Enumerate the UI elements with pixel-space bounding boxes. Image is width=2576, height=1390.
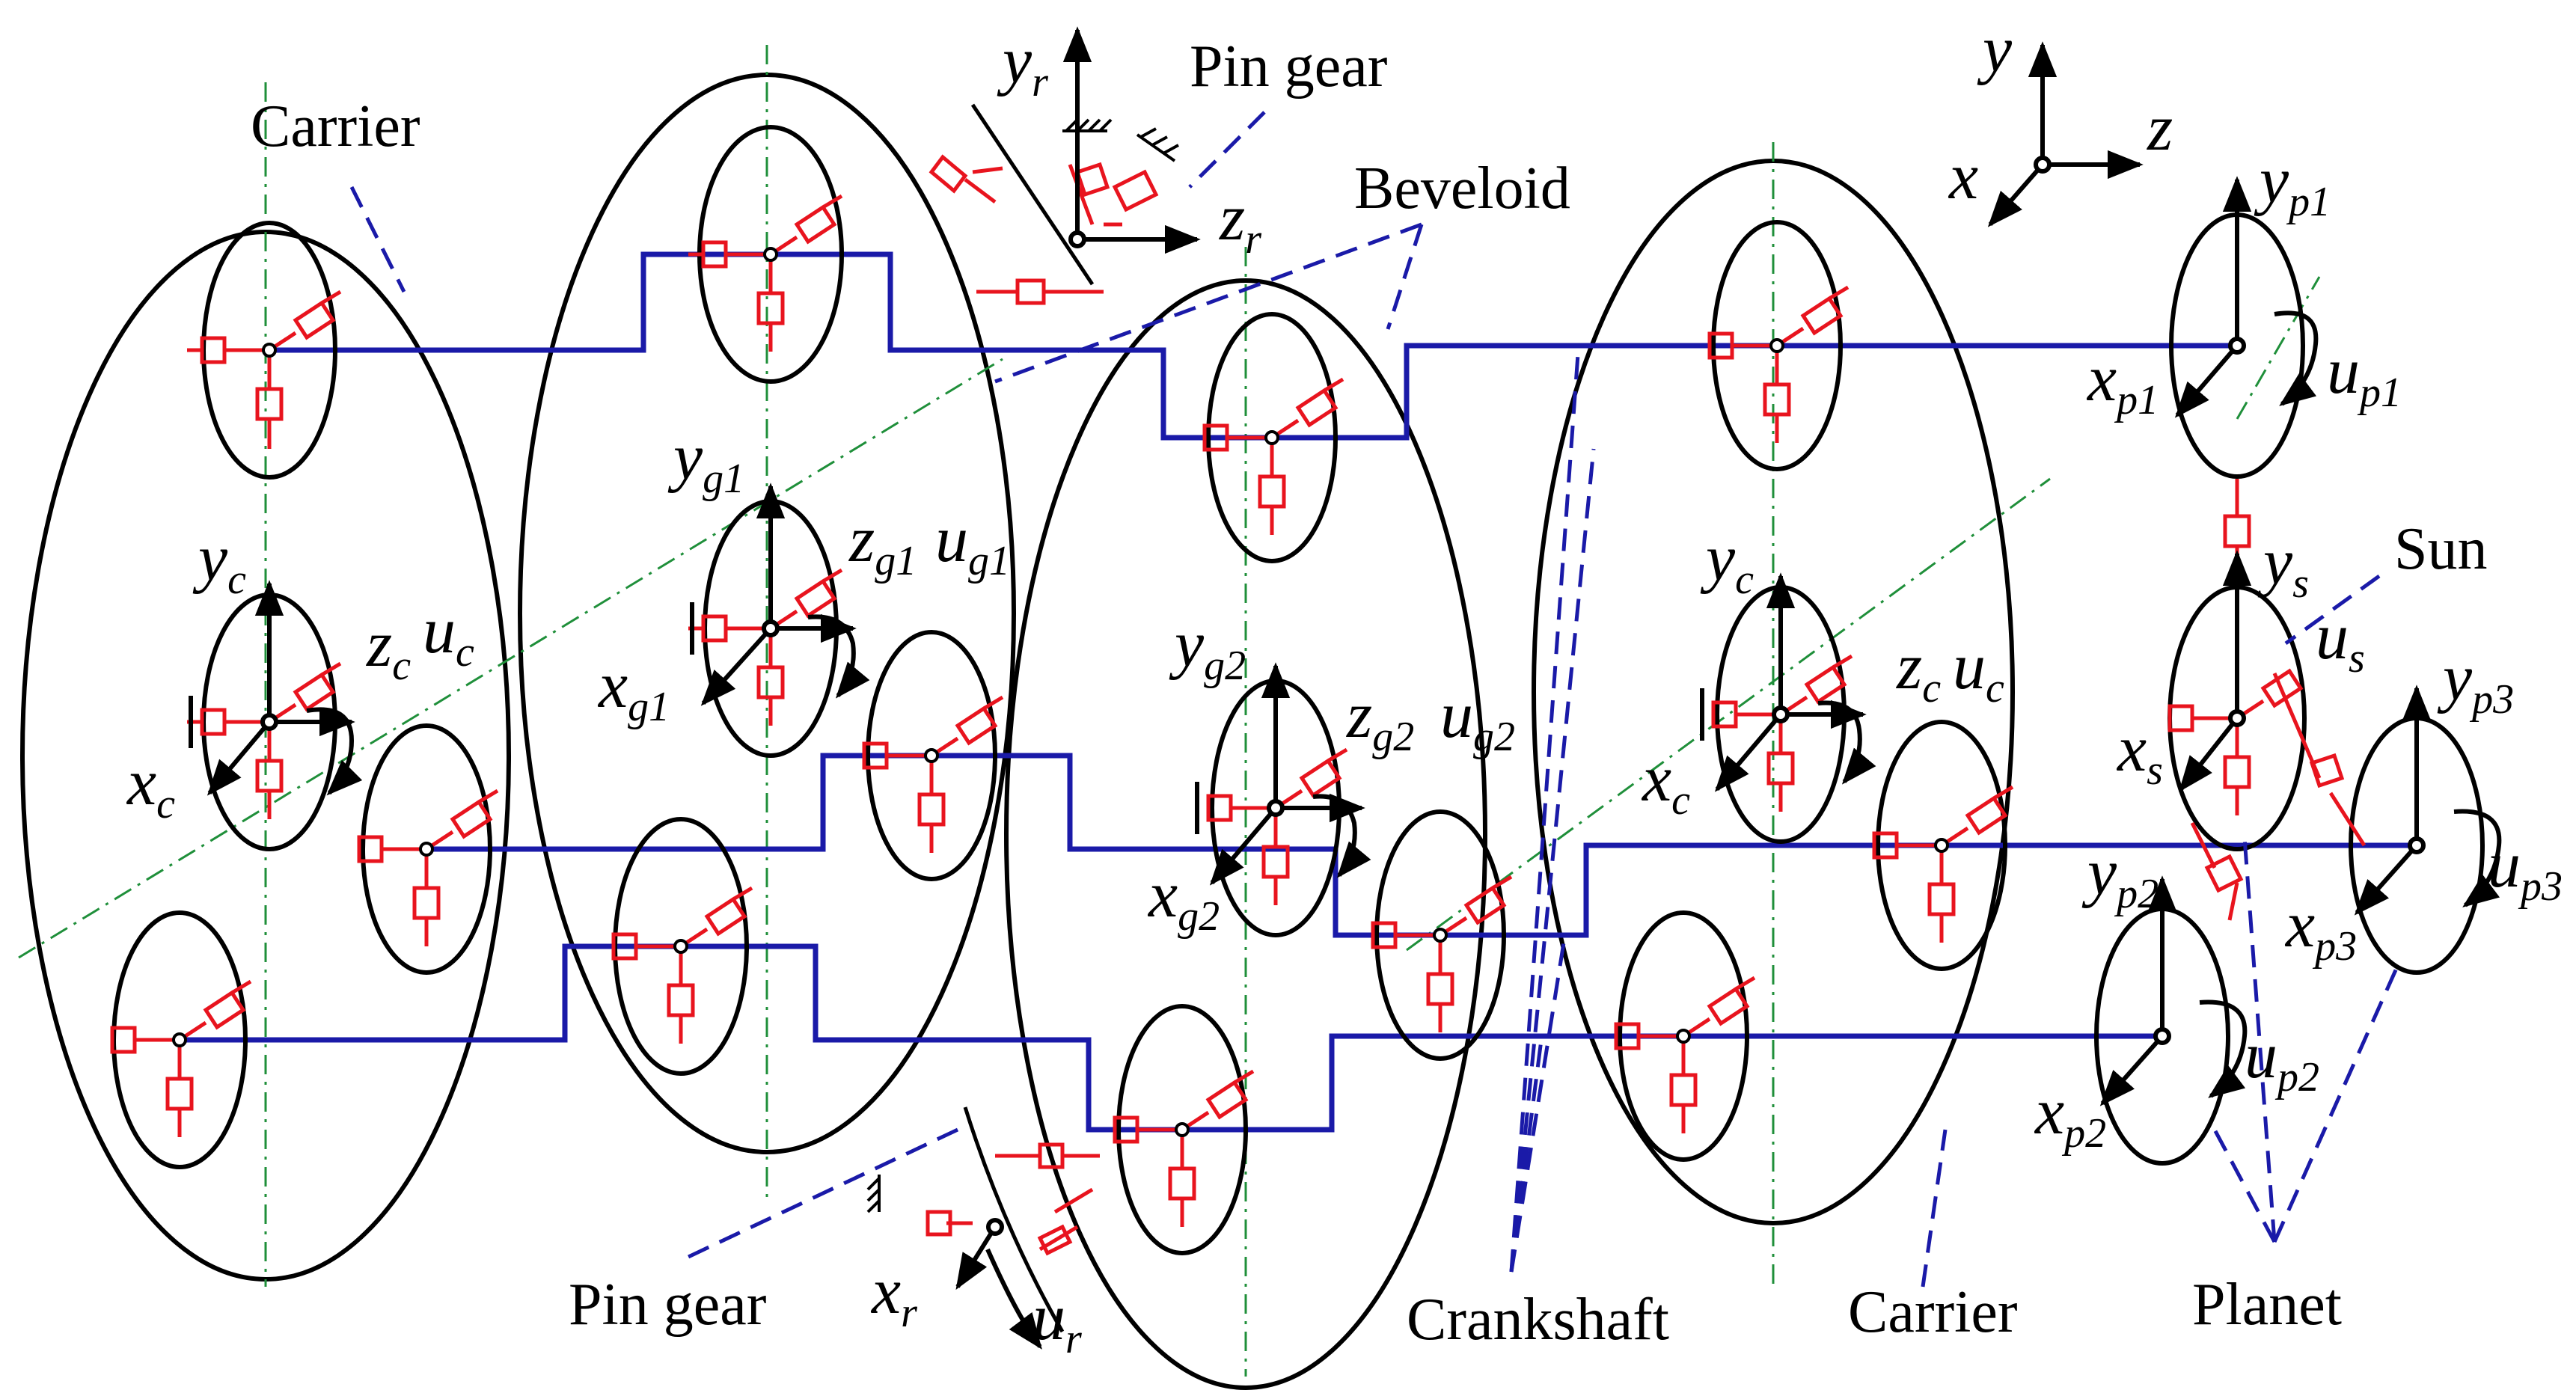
axis-xg2: x <box>1147 859 1178 931</box>
svg-text:xc: xc <box>1641 743 1690 824</box>
axis-ug2: u <box>1440 679 1473 752</box>
svg-text:yc: yc <box>1700 522 1754 603</box>
svg-text:zc: zc <box>366 608 411 689</box>
svg-text:yp3: yp3 <box>2437 642 2514 723</box>
axis-labels: y z x yr zr xr ur yc zc uc xc yg1 zg1 ug… <box>126 13 2563 1362</box>
axis-xp1: x <box>2086 343 2117 415</box>
svg-text:yp2: yp2 <box>2081 836 2159 917</box>
axis-uc-left: u <box>423 595 456 667</box>
svg-text:us: us <box>2316 601 2365 682</box>
axis-y-global: y <box>1977 13 2013 86</box>
ring-gear-arcs <box>963 103 1095 1333</box>
axis-up2: u <box>2245 1020 2277 1092</box>
axis-zc-right: z <box>1896 631 1922 703</box>
axis-xg1: x <box>597 649 628 722</box>
svg-text:zr: zr <box>1219 182 1261 263</box>
svg-text:yr: yr <box>997 25 1048 105</box>
spring-damper-elements <box>110 154 2367 1256</box>
svg-text:ur: ur <box>1032 1282 1082 1362</box>
axis-up3: u <box>2488 829 2521 901</box>
axis-xp2: x <box>2034 1076 2064 1148</box>
axis-yg2: y <box>1169 608 1205 681</box>
label-beveloid: Beveloid <box>1354 156 1570 221</box>
axis-yr: y <box>997 25 1032 97</box>
axis-zg1: z <box>848 503 875 576</box>
axis-zr: z <box>1219 182 1245 254</box>
svg-text:yg1: yg1 <box>667 421 744 502</box>
svg-text:up3: up3 <box>2488 829 2563 910</box>
svg-text:uc: uc <box>1953 631 2004 711</box>
axis-us: u <box>2316 601 2349 673</box>
axis-ur: u <box>1032 1282 1065 1354</box>
label-sun: Sun <box>2394 516 2488 582</box>
ground-hatches <box>866 118 1179 1213</box>
leader-lines <box>349 111 2400 1288</box>
label-pin-gear-top: Pin gear <box>1190 34 1387 99</box>
svg-text:up1: up1 <box>2327 335 2402 416</box>
axis-x-global: x <box>1948 141 1978 213</box>
svg-text:up2: up2 <box>2245 1020 2319 1100</box>
svg-text:ys: ys <box>2257 526 2309 607</box>
label-crankshaft: Crankshaft <box>1407 1287 1669 1353</box>
svg-text:xr: xr <box>870 1255 917 1336</box>
svg-text:xg1: xg1 <box>597 649 670 730</box>
axis-up1: u <box>2327 335 2360 408</box>
axis-zg2: z <box>1346 679 1372 752</box>
pin-gear-bottom-arc <box>963 1106 1065 1333</box>
axis-uc-right: u <box>1953 631 1986 703</box>
axis-yp2: y <box>2081 836 2117 909</box>
label-carrier-bottom: Carrier <box>1848 1279 2018 1345</box>
svg-text:yg2: yg2 <box>1169 608 1246 689</box>
label-planet: Planet <box>2192 1272 2342 1338</box>
axis-z-global: z <box>2147 92 2173 165</box>
axis-xp3: x <box>2284 889 2315 961</box>
svg-text:zg2: zg2 <box>1346 679 1414 760</box>
axis-ug1: u <box>935 503 968 576</box>
axis-yp1: y <box>2254 144 2289 217</box>
pin-gear-top-arc <box>970 103 1095 286</box>
axis-yc-right: y <box>1700 522 1736 595</box>
shaft-lines <box>180 251 2417 1133</box>
svg-text:xp1: xp1 <box>2086 343 2159 423</box>
axis-yp3: y <box>2437 642 2473 714</box>
axis-yc-left: y <box>192 522 228 595</box>
component-labels: Carrier Pin gear Beveloid Sun Pin gear C… <box>251 34 2488 1353</box>
svg-text:uc: uc <box>423 595 474 676</box>
svg-text:xc: xc <box>126 747 175 827</box>
svg-text:yc: yc <box>192 522 246 603</box>
label-pin-gear-bottom: Pin gear <box>569 1272 766 1338</box>
node-centers <box>172 247 1949 1137</box>
svg-text:xg2: xg2 <box>1147 859 1220 940</box>
svg-text:yp1: yp1 <box>2254 144 2331 225</box>
svg-text:ug1: ug1 <box>935 503 1010 584</box>
axis-xc-left: x <box>126 747 156 819</box>
axis-ys: y <box>2257 526 2293 598</box>
beveloid-ellipse <box>1004 278 1487 1390</box>
svg-text:xp3: xp3 <box>2284 889 2357 970</box>
svg-text:zc: zc <box>1896 631 1941 711</box>
svg-text:xs: xs <box>2116 713 2163 794</box>
svg-text:ug2: ug2 <box>1440 679 1515 760</box>
label-carrier-left: Carrier <box>251 94 420 159</box>
axis-yg1: y <box>667 421 703 494</box>
axis-xs: x <box>2116 713 2147 786</box>
svg-text:xp2: xp2 <box>2034 1076 2106 1157</box>
axis-xc-right: x <box>1641 743 1671 815</box>
axis-xr: x <box>870 1255 901 1328</box>
axis-zc-left: z <box>366 608 392 681</box>
svg-text:zg1: zg1 <box>848 503 917 584</box>
coordinate-arrows <box>189 26 2502 1350</box>
